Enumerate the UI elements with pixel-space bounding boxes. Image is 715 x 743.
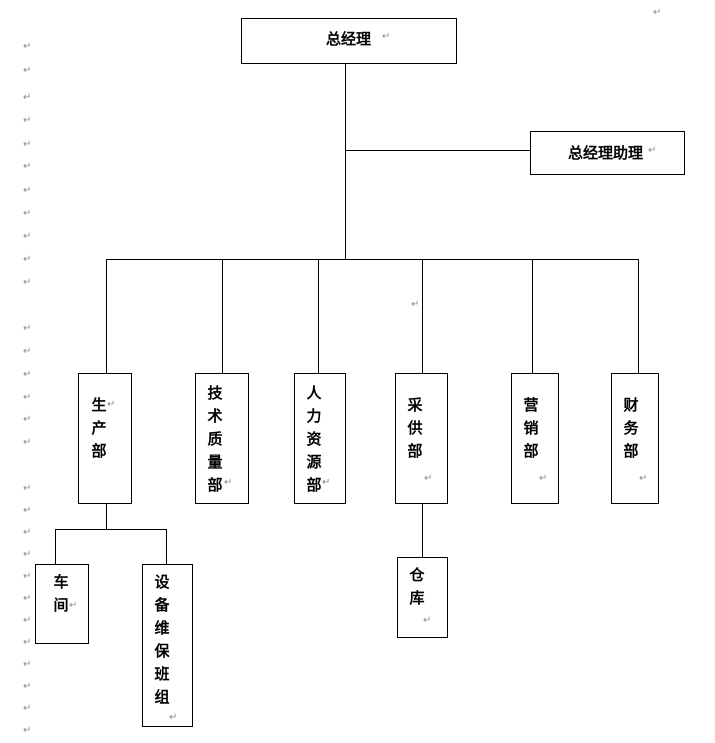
subunit-warehouse-box: 仓库 ↵ bbox=[397, 557, 448, 638]
paragraph-mark-icon: ↵ bbox=[23, 254, 32, 265]
paragraph-mark-icon: ↵ bbox=[23, 161, 32, 172]
dept-tech-quality-label: 技术质量部 bbox=[207, 384, 223, 494]
connector-line bbox=[318, 259, 319, 373]
dept-production-label: 生产部 bbox=[91, 396, 107, 460]
paragraph-mark-icon: ↵ bbox=[639, 473, 648, 484]
general-manager-box: 总经理 ↵ bbox=[241, 18, 457, 64]
paragraph-mark-icon: ↵ bbox=[69, 600, 78, 611]
paragraph-mark-icon: ↵ bbox=[648, 145, 657, 156]
paragraph-mark-icon: ↵ bbox=[23, 323, 32, 334]
connector-line bbox=[345, 63, 346, 260]
paragraph-mark-icon: ↵ bbox=[423, 615, 432, 626]
dept-marketing-box: 营销部 ↵ bbox=[511, 373, 559, 504]
connector-line bbox=[422, 503, 423, 557]
connector-line bbox=[422, 259, 423, 373]
paragraph-mark-icon: ↵ bbox=[539, 473, 548, 484]
paragraph-mark-icon: ↵ bbox=[23, 659, 32, 670]
connector-line bbox=[106, 259, 107, 373]
paragraph-mark-icon: ↵ bbox=[653, 7, 662, 18]
paragraph-mark-icon: ↵ bbox=[411, 299, 420, 310]
connector-line bbox=[638, 259, 639, 373]
paragraph-mark-icon: ↵ bbox=[322, 477, 331, 488]
dept-production-box: 生产部 ↵ bbox=[78, 373, 132, 504]
assistant-label: 总经理助理 bbox=[568, 144, 644, 162]
connector-line bbox=[55, 529, 56, 564]
subunit-maintenance-label: 设备维保班组 bbox=[154, 573, 170, 706]
paragraph-mark-icon: ↵ bbox=[23, 505, 32, 516]
paragraph-mark-icon: ↵ bbox=[23, 139, 32, 150]
dept-finance-box: 财务部 ↵ bbox=[611, 373, 659, 504]
paragraph-mark-icon: ↵ bbox=[23, 527, 32, 538]
paragraph-mark-icon: ↵ bbox=[23, 725, 32, 736]
paragraph-mark-icon: ↵ bbox=[23, 41, 32, 52]
paragraph-mark-icon: ↵ bbox=[23, 208, 32, 219]
dept-hr-box: 人力资源部 ↵ bbox=[294, 373, 346, 504]
connector-line bbox=[166, 529, 167, 564]
connector-line bbox=[532, 259, 533, 373]
subunit-workshop-label: 车间 bbox=[53, 573, 69, 614]
paragraph-mark-icon: ↵ bbox=[23, 185, 32, 196]
dept-tech-quality-box: 技术质量部 ↵ bbox=[195, 373, 249, 504]
paragraph-mark-icon: ↵ bbox=[23, 483, 32, 494]
paragraph-mark-icon: ↵ bbox=[23, 277, 32, 288]
paragraph-mark-icon: ↵ bbox=[23, 571, 32, 582]
paragraph-mark-icon: ↵ bbox=[169, 712, 178, 723]
dept-hr-label: 人力资源部 bbox=[306, 384, 322, 494]
dept-finance-label: 财务部 bbox=[623, 396, 639, 460]
subunit-maintenance-box: 设备维保班组 ↵ bbox=[142, 564, 193, 727]
paragraph-mark-icon: ↵ bbox=[382, 31, 391, 42]
dept-purchase-label: 采供部 bbox=[407, 396, 423, 460]
connector-line bbox=[106, 503, 107, 529]
paragraph-mark-icon: ↵ bbox=[224, 477, 233, 488]
paragraph-mark-icon: ↵ bbox=[23, 593, 32, 604]
paragraph-mark-icon: ↵ bbox=[23, 703, 32, 714]
paragraph-mark-icon: ↵ bbox=[23, 369, 32, 380]
paragraph-mark-icon: ↵ bbox=[107, 399, 116, 410]
paragraph-mark-icon: ↵ bbox=[23, 414, 32, 425]
paragraph-mark-icon: ↵ bbox=[23, 392, 32, 403]
paragraph-mark-icon: ↵ bbox=[23, 115, 32, 126]
paragraph-mark-icon: ↵ bbox=[23, 92, 32, 103]
connector-line bbox=[222, 259, 223, 373]
paragraph-mark-icon: ↵ bbox=[23, 437, 32, 448]
paragraph-mark-icon: ↵ bbox=[23, 549, 32, 560]
subunit-warehouse-label: 仓库 bbox=[409, 566, 425, 607]
subunit-workshop-box: 车间 ↵ bbox=[35, 564, 89, 644]
connector-line bbox=[55, 529, 167, 530]
connector-line bbox=[106, 259, 639, 260]
paragraph-mark-icon: ↵ bbox=[23, 681, 32, 692]
dept-purchase-box: 采供部 ↵ bbox=[395, 373, 448, 504]
dept-marketing-label: 营销部 bbox=[523, 396, 539, 460]
paragraph-mark-icon: ↵ bbox=[23, 65, 32, 76]
paragraph-mark-icon: ↵ bbox=[23, 637, 32, 648]
connector-line bbox=[345, 150, 531, 151]
general-manager-label: 总经理 bbox=[326, 30, 372, 48]
paragraph-mark-icon: ↵ bbox=[23, 346, 32, 357]
paragraph-mark-icon: ↵ bbox=[424, 473, 433, 484]
paragraph-mark-icon: ↵ bbox=[23, 615, 32, 626]
assistant-box: 总经理助理 ↵ bbox=[530, 131, 685, 175]
paragraph-mark-icon: ↵ bbox=[23, 231, 32, 242]
